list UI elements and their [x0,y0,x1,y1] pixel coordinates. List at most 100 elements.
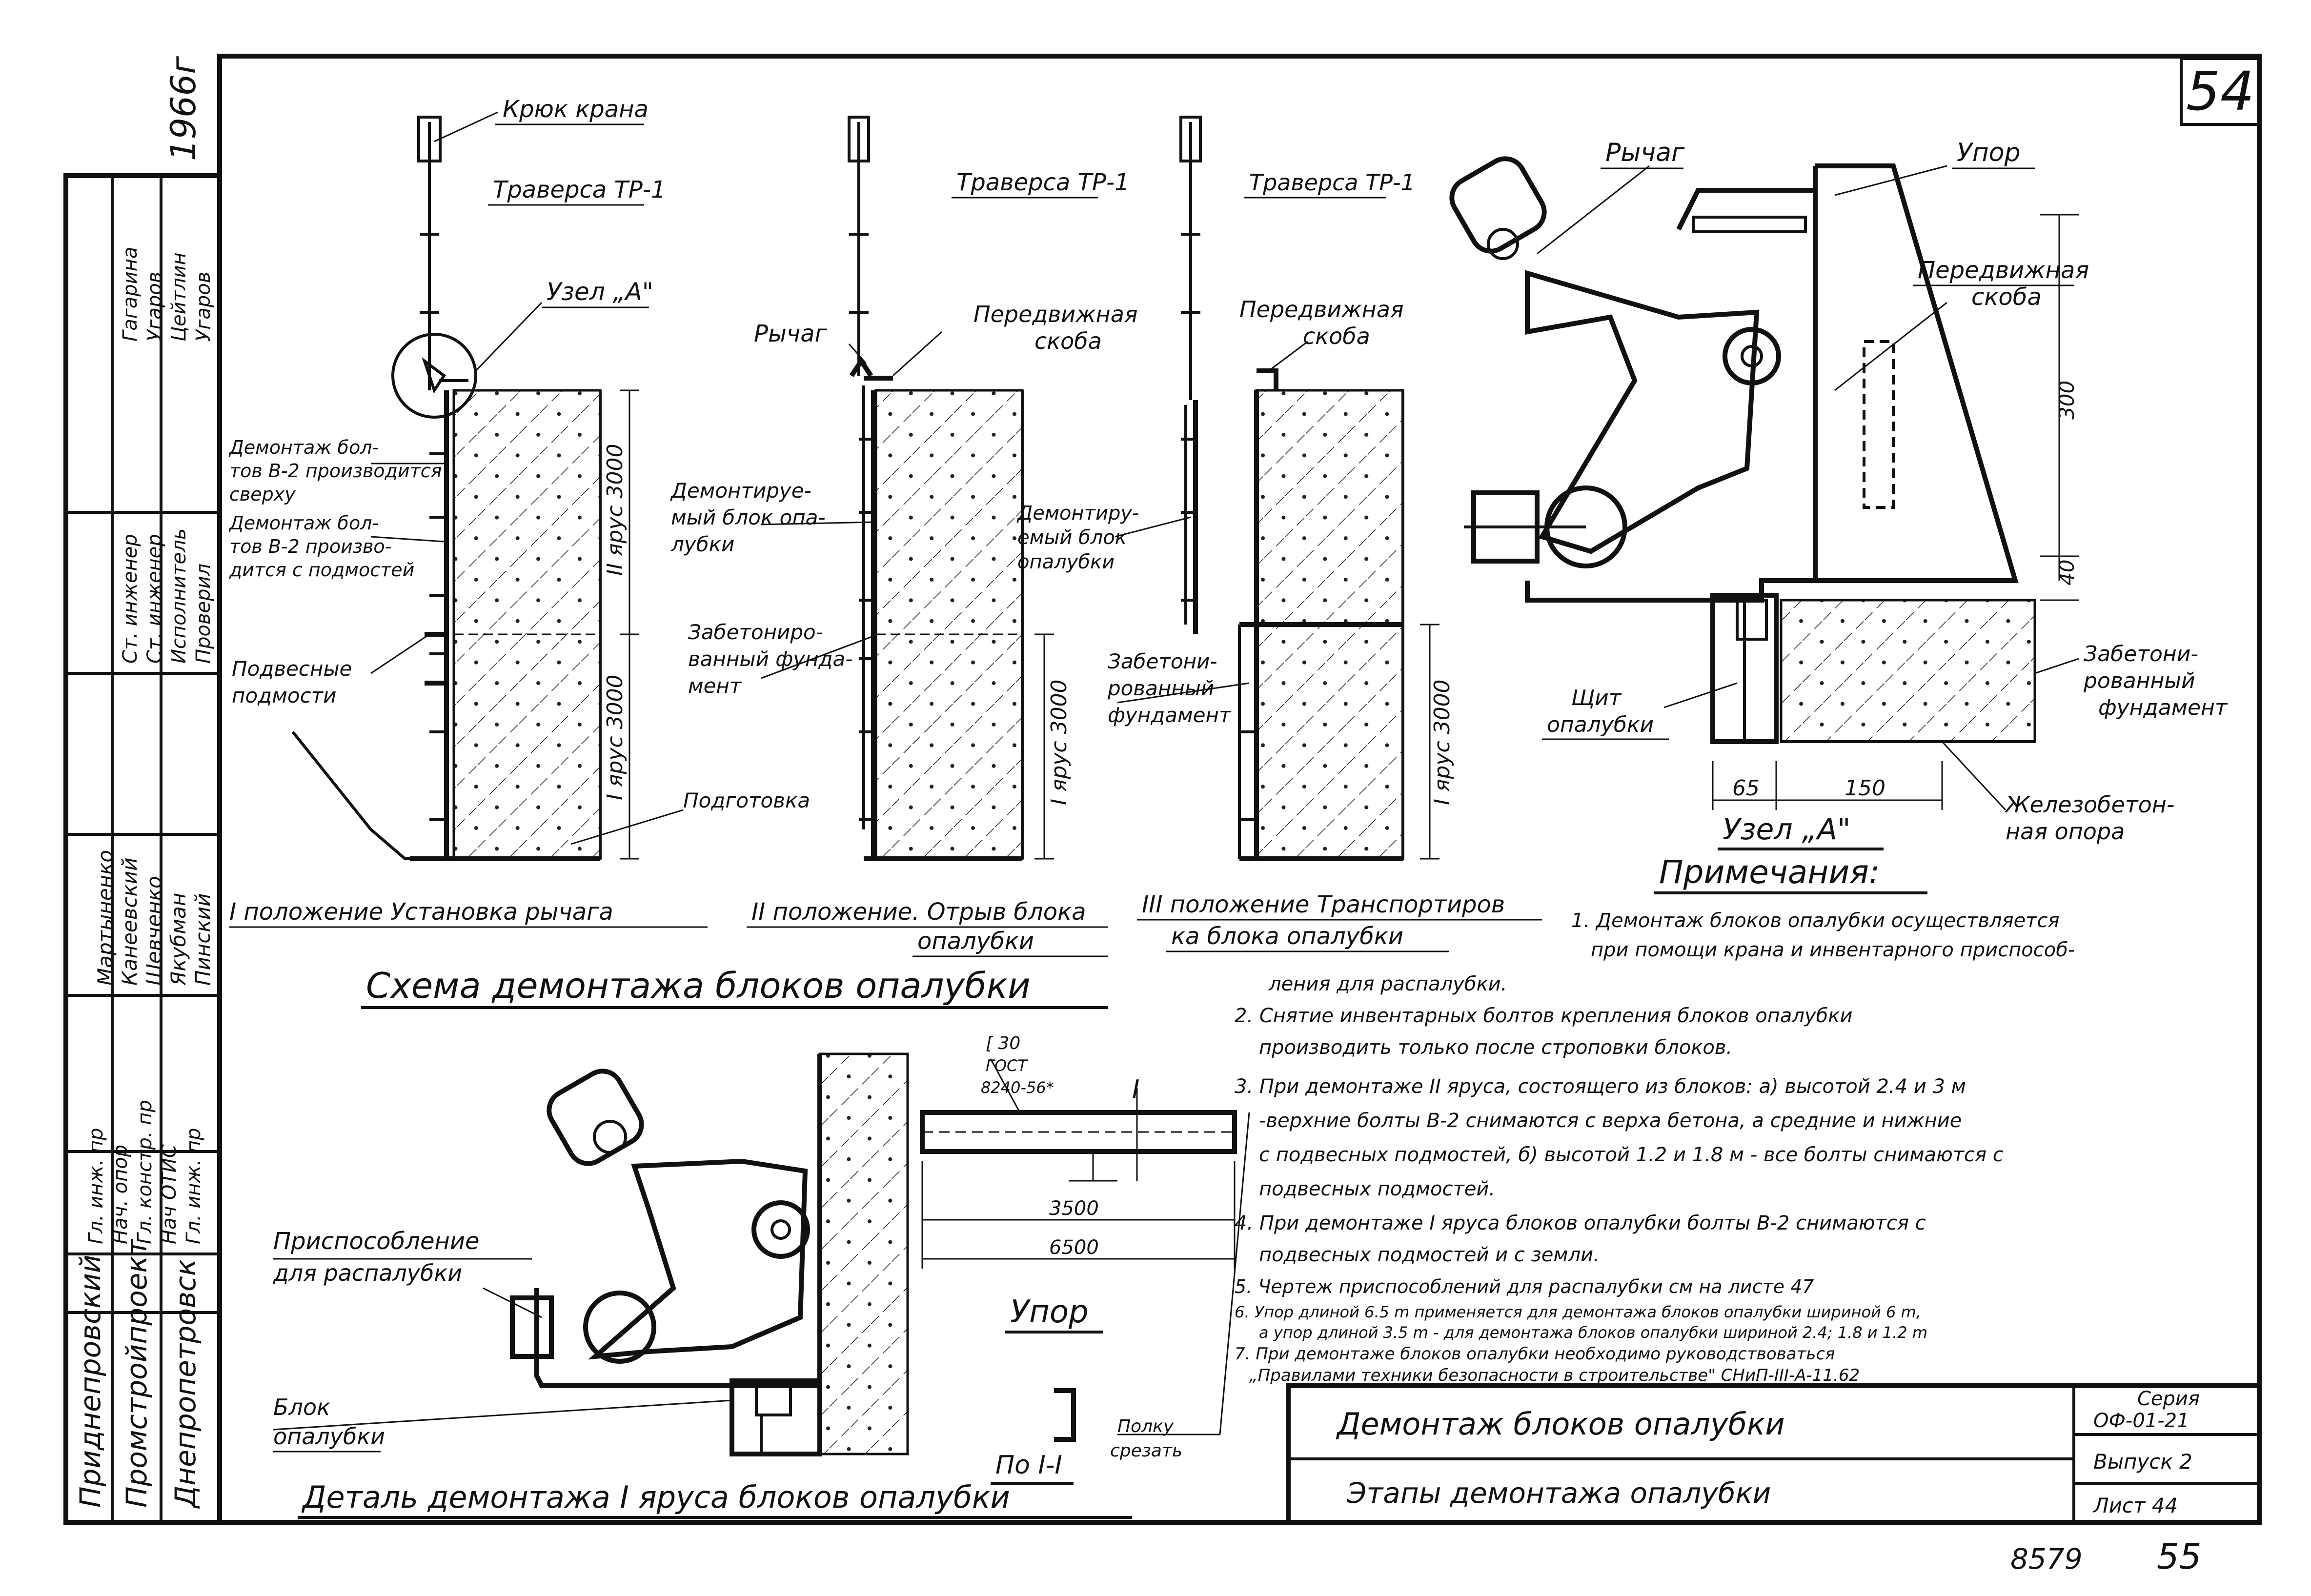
node-a-title: Узел „А" [1723,812,1851,847]
note-line-16: „Правилами техники безопасности в строит… [1249,1366,1860,1385]
concrete-foundation-l2: ванный фунда- [688,647,852,671]
note-line-14: а упор длиной 3.5 m - для демонтажа блок… [1259,1323,1927,1342]
stop-channel-l1: [ 30 [986,1033,1020,1053]
archive-number: 8579 [2010,1542,2083,1576]
node-a-shield-l2: опалубки [1547,712,1654,737]
side-stamp: 1966г Приднепровский Промстройпроект Дне… [63,56,222,1525]
note-line-11: подвесных подмостей и с земли. [1259,1244,1600,1266]
stop-cut-l2: срезать [1110,1441,1182,1461]
traverse-2-label: Траверса ТР-1 [956,169,1130,196]
role-2: Нач. опор [109,1145,132,1244]
sheet-label: Лист 44 [2092,1494,2178,1517]
concrete-foundation-l1: Забетониро- [688,620,823,644]
detail-drawing [273,1052,909,1456]
node-a-rc-l2: ная опора [2006,818,2125,845]
node-a-circle [391,333,477,419]
dismantle-top-l3: сверху [229,484,296,505]
sheet-number: 54 [2186,60,2254,122]
dismantle-mid-l1: Демонтаж бол- [228,512,379,534]
stop-channel-l3: 8240-56* [981,1078,1054,1097]
hanging-scaffold-l1: Подвесные [232,657,352,681]
note-line-5: производить только после строповки блоко… [1259,1036,1732,1059]
role-3: Гл. констр. пр [134,1100,156,1244]
detail-title: Деталь демонтажа I яруса блоков опалубки [301,1479,1010,1515]
sheet-number-box [2180,57,2261,126]
note-line-15: 7. При демонтаже блоков опалубки необход… [1235,1344,1835,1364]
node-a-concrete-l2: рованный [2083,668,2195,693]
title-block-title1: Демонтаж блоков опалубки [1336,1406,1785,1442]
role-11: Цейтлин [168,252,190,342]
note-line-3: ления для распалубки. [1268,973,1507,995]
issue-label: Выпуск 2 [2093,1450,2192,1474]
tier-2-dim: II ярус 3000 [603,444,628,576]
detail-device-l1: Приспособление [273,1228,480,1255]
node-a-rc-l1: Железобетон- [2004,791,2174,818]
bracket-label-2: скоба [1034,328,1102,354]
pos2-caption-l2: опалубки [917,928,1034,955]
concrete-foundation-l3: мент [688,674,742,698]
title-block [1286,1383,2262,1525]
lever-label-1: Рычаг [754,320,828,347]
node-a-dim-40: 40 [2055,560,2079,586]
node-a-bracket-l2: скоба [1971,283,2042,311]
detail-block-l2: опалубки [273,1423,385,1450]
hanging-scaffold-l2: подмости [232,684,336,707]
position-2-scheme [761,116,1054,861]
dismantle-top-l2: тов В-2 производится [229,460,442,482]
pos2-caption-l1: II положение. Отрыв блока [751,898,1086,926]
stop-cut-l1: Полку [1117,1416,1174,1436]
bracket-label-1: Передвижная [973,301,1138,327]
role-6: Проверил [192,564,215,664]
dismantle-mid-l3: дится с подмостей [229,559,414,581]
node-a-dim-300: 300 [2055,381,2079,420]
node-a-drawing [1449,156,2079,811]
node-a-dim-150: 150 [1845,776,1885,801]
crane-hook-label: Крюк крана [503,96,649,123]
role-12: Угаров [143,272,166,342]
preparation-label: Подготовка [683,788,810,812]
node-a-stop-label: Упор [1957,138,2021,167]
pos3-caption-l1: III положение Транспортиров [1142,891,1505,918]
org-1: Приднепровский [74,1254,107,1508]
node-a-dim-65: 65 [1732,776,1760,801]
position-1-scheme [291,111,684,861]
tier-1-dim: I ярус 3000 [603,674,628,800]
node-a-lever-label: Рычаг [1605,138,1685,167]
dismantled-block-l3: лубки [670,532,734,556]
note-line-13: 6. Упор длиной 6.5 m применяется для дем… [1235,1303,1921,1321]
dismantled-block2-l3: опалубки [1017,551,1115,573]
note-line-6: 3. При демонтаже II яруса, состоящего из… [1235,1075,1966,1098]
series-label: Серия [2137,1388,2200,1410]
stop-dim-6500: 6500 [1049,1236,1099,1259]
tier-1-dim-c: I ярус 3000 [1430,679,1455,805]
org-3: Днепропетровск [169,1259,202,1509]
position-3-scheme [1115,116,1439,861]
dismantle-mid-l2: тов В-2 произво- [229,536,391,557]
title-block-title2: Этапы демонтажа опалубки [1346,1476,1771,1510]
note-line-7: -верхние болты В-2 снимаются с верха бет… [1259,1110,1962,1132]
node-a-bracket-l1: Передвижная [1918,257,2089,284]
stop-dim-3500: 3500 [1049,1197,1099,1220]
note-line-9: подвесных подмостей. [1259,1178,1495,1200]
name-4: Канеевский [118,858,142,986]
name-3: Шевченко [142,876,166,986]
stop-mark: I [1132,1075,1139,1104]
detail-block-l1: Блок [273,1394,330,1420]
role-7: Исполнитель [168,528,190,664]
series-value: ОФ-01-21 [2093,1410,2189,1432]
page-number: 55 [2157,1536,2202,1577]
dismantled-block-l1: Демонтируе- [670,479,811,503]
role-5: Гл. инж. пр [182,1128,205,1244]
note-line-4: 2. Снятие инвентарных болтов крепления б… [1235,1005,1852,1027]
role-13: Гагарина [119,247,142,342]
detail-device-l2: для распалубки [273,1260,462,1286]
note-line-8: с подвесных подмостей, б) высотой 1.2 и … [1259,1144,2004,1166]
bracket2-label-2: скоба [1303,323,1370,349]
concrete-foundation2-l1: Забетони- [1108,649,1217,673]
role-8: Ст. инженер [143,534,166,664]
node-a-concrete-l1: Забетони- [2084,642,2198,667]
name-5: Мартыненко [93,850,117,986]
dismantled-block2-l2: емый блок [1017,526,1127,549]
note-line-12: 5. Чертеж приспособлений для распалубки … [1235,1276,1814,1297]
